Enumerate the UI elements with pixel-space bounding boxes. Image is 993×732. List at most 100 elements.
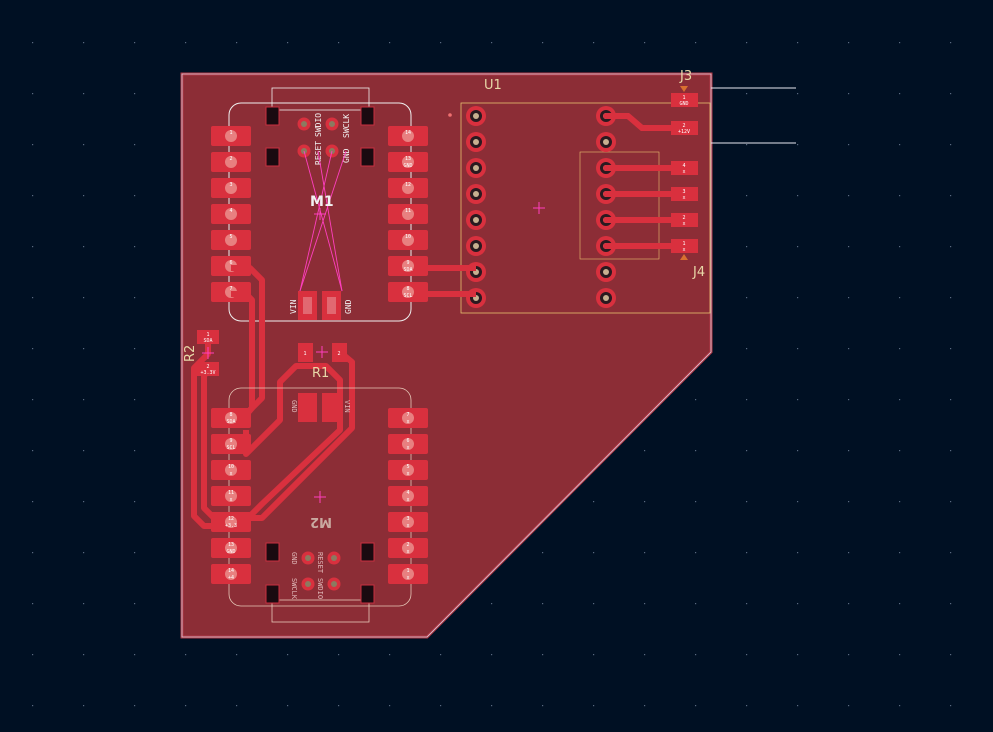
grid-dot (83, 93, 85, 95)
grid-dot (899, 246, 901, 248)
r1-resistor[interactable]: 1 2 (298, 343, 347, 362)
grid-dot (83, 450, 85, 452)
u1-pin-hole (473, 191, 479, 197)
m2-left-pad-net: SCL (226, 445, 235, 451)
j4-pin1-marker (680, 254, 688, 260)
m2-left-pad-net: +4 (228, 575, 234, 581)
grid-dot (287, 654, 289, 656)
m1-left-pad[interactable]: 5 (211, 230, 251, 250)
m2-right-pad[interactable]: 2x (388, 538, 428, 558)
j3-ref[interactable]: J3 (679, 69, 692, 84)
m2-right-pad-hole (402, 412, 414, 424)
m1-right-pad[interactable]: 12 (388, 178, 428, 198)
m1-right-pad[interactable]: 11 (388, 204, 428, 224)
m2-power-pads[interactable] (298, 393, 341, 422)
m2-right-pad[interactable]: 7x (388, 408, 428, 428)
grid-dot (32, 399, 34, 401)
grid-dot (644, 501, 646, 503)
m2-right-pad[interactable]: 1x (388, 564, 428, 584)
j4-connector[interactable]: 4 x 3 x 2 x 1 x (671, 161, 698, 260)
j3-pad-1-net: GND (679, 101, 688, 107)
grid-dot (950, 603, 952, 605)
j4-ref[interactable]: J4 (692, 265, 705, 280)
m1-left-pad[interactable]: 4 (211, 204, 251, 224)
m1-right-pad-net: SDA (403, 267, 412, 273)
m1-left-pad[interactable]: 2 (211, 152, 251, 172)
m2-ref[interactable]: M2 (310, 514, 332, 529)
m1-ref[interactable]: M1 (310, 194, 334, 210)
grid-dot (389, 705, 391, 707)
m2-label-swclk: SWCLK (290, 578, 298, 600)
m2-left-pad-hole (225, 464, 237, 476)
m1-left-pad[interactable]: 3 (211, 178, 251, 198)
m2-left-pad[interactable]: 12+3.3 (211, 512, 251, 532)
m1-label-swdio: SWDIO (314, 113, 323, 137)
grid-dot (848, 654, 850, 656)
r2-pad-2-net: +3.3V (200, 370, 215, 376)
grid-dot (83, 603, 85, 605)
grid-dot (950, 399, 952, 401)
r1-ref[interactable]: R1 (312, 366, 329, 381)
grid-dot (899, 654, 901, 656)
grid-dot (746, 93, 748, 95)
m2-left-pad-hole (225, 412, 237, 424)
grid-dot (83, 144, 85, 146)
grid-dot (185, 42, 187, 44)
m2-right-pad[interactable]: 4x (388, 486, 428, 506)
m1-module[interactable] (228, 87, 412, 322)
grid-dot (746, 144, 748, 146)
m2-right-pad-hole (402, 542, 414, 554)
j3-connector[interactable]: 1 GND 2 +12V (671, 86, 698, 135)
grid-dot (134, 348, 136, 350)
grid-dot (695, 450, 697, 452)
grid-dot (491, 654, 493, 656)
m1-left-pad[interactable]: 1 (211, 126, 251, 146)
grid-dot (542, 654, 544, 656)
m2-right-pad-net: x (406, 471, 409, 477)
m2-left-pad[interactable]: 14+4 (211, 564, 251, 584)
grid-dot (848, 501, 850, 503)
m2-left-pad-num: 9 (229, 438, 232, 444)
r2-ref[interactable]: R2 (183, 345, 198, 362)
m1-right-pad-num: 13 (405, 156, 411, 162)
m2-right-pad-hole (402, 464, 414, 476)
m1-left-pads: 1 2 3 4 5 6 7 (211, 126, 251, 302)
grid-dot (848, 144, 850, 146)
m2-right-pad[interactable]: 3x (388, 512, 428, 532)
r1-origin-marker (316, 346, 328, 358)
m2-right-pad[interactable]: 5x (388, 460, 428, 480)
grid-dot (950, 93, 952, 95)
m1-power-pads[interactable] (298, 291, 341, 320)
grid-dot (338, 705, 340, 707)
m2-swd-pads[interactable] (301, 551, 341, 591)
m1-right-pad-num: 14 (405, 130, 411, 136)
m2-left-pad[interactable]: 11x (211, 486, 251, 506)
m1-left-pad-num: 6 (229, 260, 232, 266)
u1-ref[interactable]: U1 (484, 78, 502, 93)
m1-right-pad[interactable]: 14 (388, 126, 428, 146)
grid-dot (287, 705, 289, 707)
j3-pin1-marker (680, 86, 688, 92)
u1-pin-hole (473, 113, 479, 119)
m1-right-pad-num: 8 (406, 286, 409, 292)
grid-dot (848, 450, 850, 452)
u1-origin-marker (533, 202, 545, 214)
grid-dot (797, 705, 799, 707)
m2-right-pad-num: 6 (406, 438, 409, 444)
m2-right-pad[interactable]: 6x (388, 434, 428, 454)
m1-left-pad-num: 7 (229, 286, 232, 292)
grid-dot (746, 654, 748, 656)
grid-dot (695, 654, 697, 656)
m1-right-pad[interactable]: 10 (388, 230, 428, 250)
grid-dot (950, 42, 952, 44)
r2-resistor[interactable]: 1 SDA 2 +3.3V (197, 330, 219, 376)
m2-left-pad[interactable]: 10x (211, 460, 251, 480)
u1-left-pins (466, 106, 486, 308)
